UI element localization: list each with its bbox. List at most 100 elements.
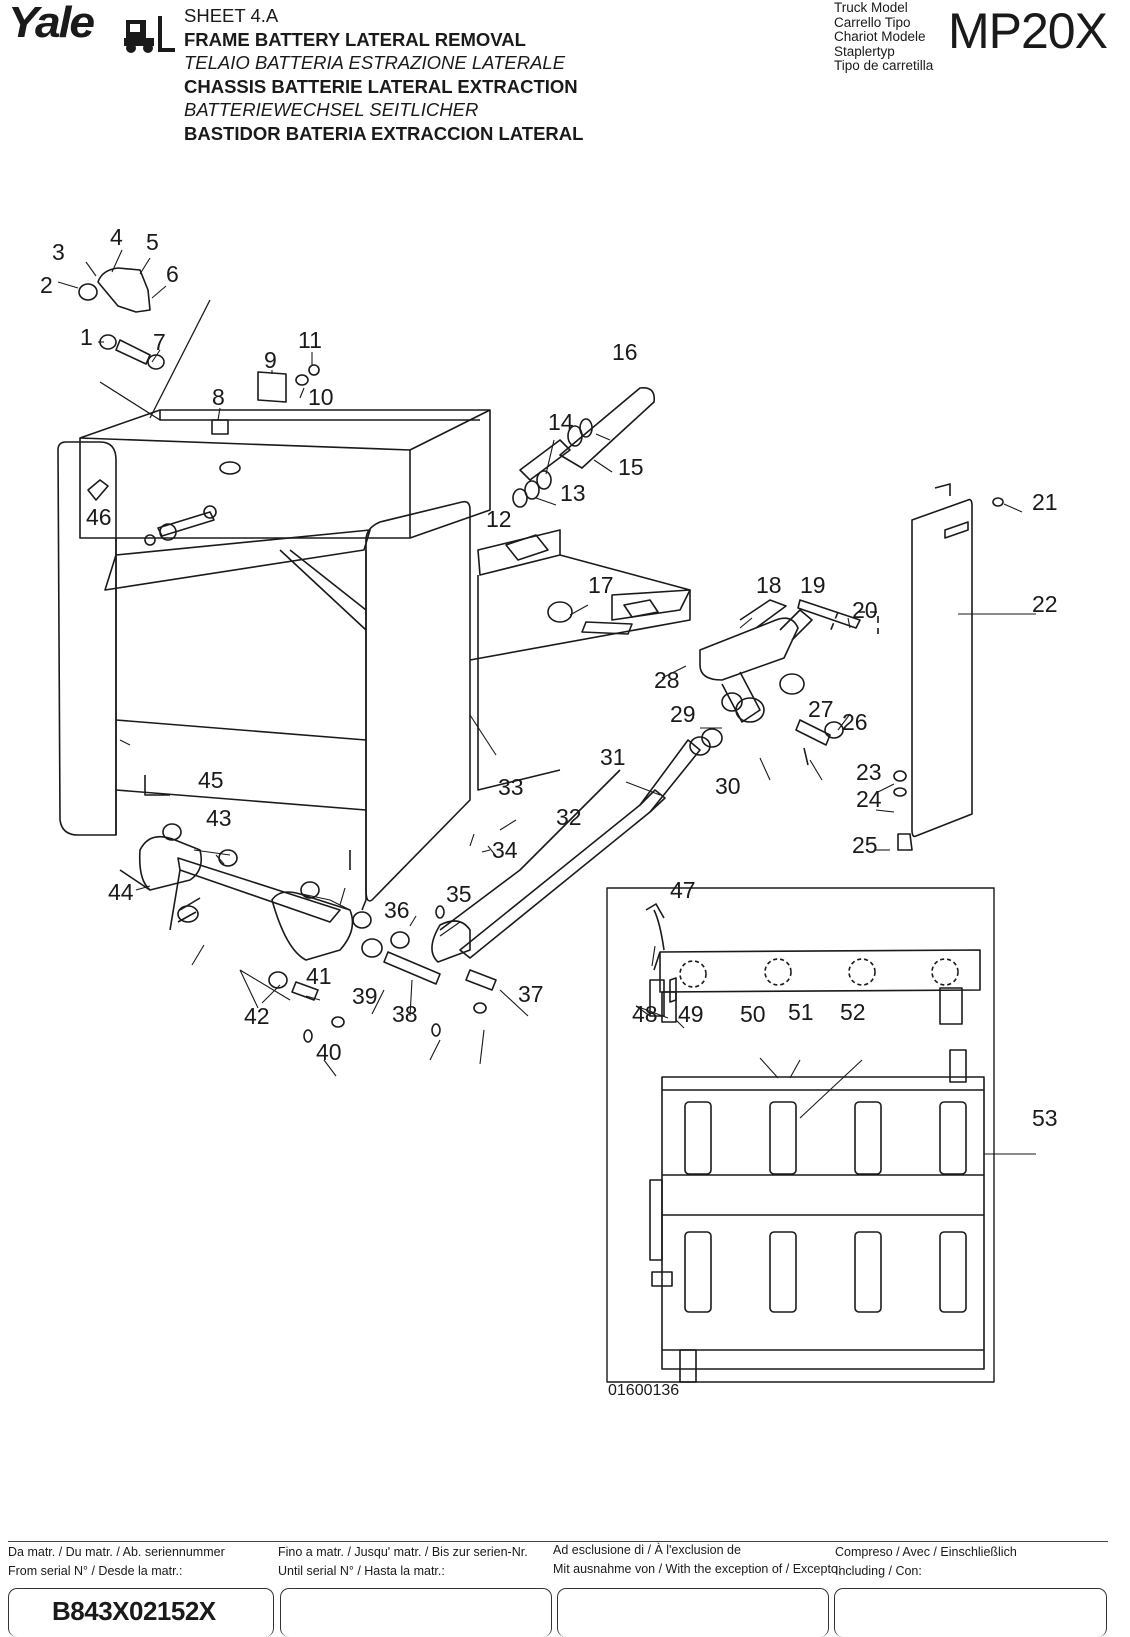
rollers-lower (684, 1231, 967, 1313)
callout-49: 49 (678, 1001, 704, 1027)
callout-1: 1 (80, 324, 93, 350)
spring-14 (519, 439, 571, 481)
callout-14: 14 (548, 409, 574, 435)
callout-38: 38 (392, 1001, 418, 1027)
callout-9: 9 (264, 347, 277, 373)
callout-32: 32 (556, 804, 582, 830)
callout-8: 8 (212, 384, 225, 410)
callout-53: 53 (1032, 1105, 1058, 1131)
callout-44: 44 (108, 879, 134, 905)
footer-divider (8, 1541, 1108, 1542)
callout-22: 22 (1032, 591, 1058, 617)
callout-51: 51 (788, 999, 814, 1025)
callout-48: 48 (632, 1001, 658, 1027)
bushing-17 (547, 601, 573, 623)
side-plate-22 (911, 498, 973, 838)
from-serial-label: Da matr. / Du matr. / Ab. seriennummer F… (8, 1545, 225, 1578)
tine-main (469, 554, 691, 661)
callout-25: 25 (852, 832, 878, 858)
pin-38 (383, 951, 441, 985)
until-serial-box (280, 1588, 552, 1637)
truck-model-label: Tipo de carretilla (834, 58, 934, 73)
lever-44 (138, 835, 203, 891)
callout-30: 30 (715, 773, 741, 799)
yoke-29 (735, 697, 765, 723)
title-es: BASTIDOR BATERIA EXTRACCION LATERAL (184, 122, 584, 144)
truck-model-labels: Truck Model Carrello Tipo Chariot Modele… (834, 0, 934, 74)
callout-52: 52 (840, 999, 866, 1025)
callout-50: 50 (740, 1001, 766, 1027)
callout-19: 19 (800, 572, 826, 598)
frame-right-plate (365, 500, 471, 902)
callout-34: 34 (492, 837, 518, 863)
title-de: BATTERIEWECHSEL SEITLICHER (184, 99, 479, 120)
including-label: Compreso / Avec / Einschließlich Includi… (835, 1545, 1017, 1578)
callout-26: 26 (842, 709, 868, 735)
figure-code: 01600136 (608, 1382, 680, 1399)
frame-left-plate (57, 441, 117, 836)
callout-16: 16 (612, 339, 638, 365)
callout-17: 17 (588, 572, 614, 598)
callout-7: 7 (153, 329, 166, 355)
frame-top-box (79, 409, 491, 539)
truck-model-label: Staplertyp (834, 43, 895, 59)
callout-47: 47 (670, 877, 696, 903)
exception-box (557, 1588, 829, 1637)
callout-23: 23 (856, 759, 882, 785)
truck-model-label: Carrello Tipo (834, 14, 911, 30)
callout-15: 15 (618, 454, 644, 480)
from-serial-value: B843X02152X (52, 1596, 216, 1626)
callout-6: 6 (166, 261, 179, 287)
callout-43: 43 (206, 805, 232, 831)
callout-31: 31 (600, 744, 626, 770)
callout-40: 40 (316, 1039, 342, 1065)
callout-36: 36 (384, 897, 410, 923)
title-fr: CHASSIS BATTERIE LATERAL EXTRACTION (184, 75, 578, 97)
frame-drawing (57, 249, 1036, 1383)
block-9 (257, 371, 287, 403)
link-28 (699, 617, 799, 681)
callout-5: 5 (146, 229, 159, 255)
forklift-logo-icon (124, 16, 175, 53)
model-name: MP20X (948, 3, 1108, 59)
callout-13: 13 (560, 480, 586, 506)
callout-12: 12 (486, 506, 512, 532)
callout-20: 20 (852, 597, 878, 623)
callout-37: 37 (518, 981, 544, 1007)
rollers-upper (684, 1101, 967, 1175)
roller-bar (659, 949, 981, 993)
callout-11: 11 (298, 327, 322, 353)
inset-box (606, 887, 995, 1383)
callout-3: 3 (52, 239, 65, 265)
from-serial-box (8, 1588, 274, 1637)
pin-37 (465, 969, 497, 991)
bracket-6 (97, 267, 151, 313)
pin-19 (797, 599, 861, 629)
including-box (834, 1588, 1107, 1637)
truck-model-label: Chariot Modele (834, 29, 926, 44)
callout-45: 45 (198, 767, 224, 793)
truck-model-label: Truck Model (834, 0, 908, 15)
handle-16 (559, 386, 656, 469)
callout-10: 10 (308, 384, 334, 410)
title-en: FRAME BATTERY LATERAL REMOVAL (184, 28, 526, 50)
callout-24: 24 (856, 786, 882, 812)
lever-43 (271, 891, 354, 961)
callout-41: 41 (306, 963, 332, 989)
callout-29: 29 (670, 701, 696, 727)
until-serial-label: Fino a matr. / Jusqu' matr. / Bis zur se… (278, 1545, 528, 1578)
frame-lower-bar (104, 529, 371, 591)
exception-label: Ad esclusione di / À l'exclusion de Mit … (553, 1543, 842, 1576)
pin-41 (291, 981, 319, 1001)
callout-27: 27 (808, 696, 834, 722)
axle-bar (177, 857, 341, 923)
tine-upper (477, 529, 561, 576)
callout-33: 33 (498, 774, 524, 800)
callout-42: 42 (244, 1003, 270, 1029)
callout-4: 4 (110, 224, 123, 250)
callout-21: 21 (1032, 489, 1058, 515)
callout-46: 46 (86, 504, 112, 530)
callout-28: 28 (654, 667, 680, 693)
leader-lines (57, 249, 1036, 1155)
